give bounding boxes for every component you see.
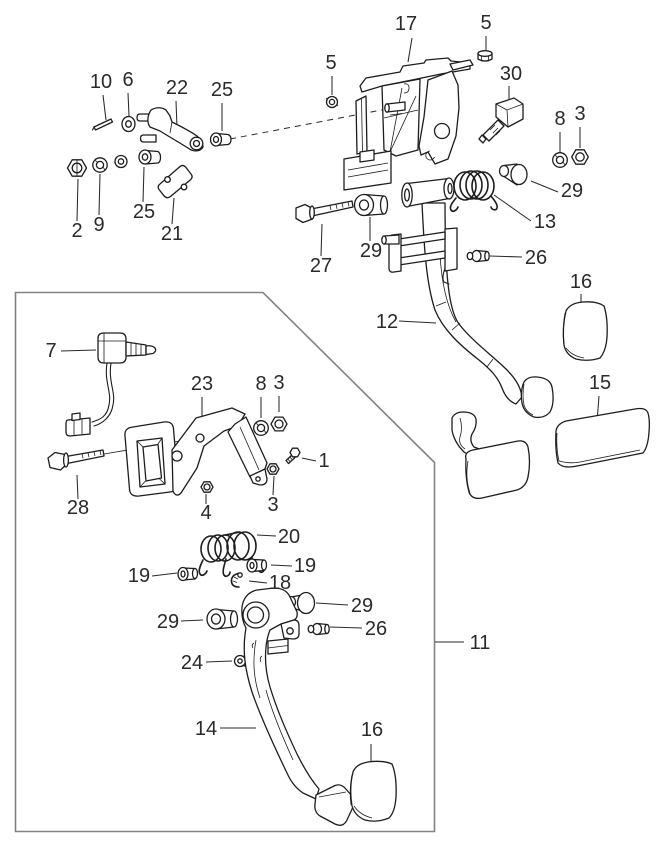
- callout-8a: 8: [554, 108, 565, 130]
- part-26-stopper-top: [466, 249, 490, 263]
- callout-22: 22: [166, 77, 188, 99]
- callout-29d: 29: [351, 595, 373, 617]
- part-6-washer: [121, 115, 136, 133]
- part-19-bushing-right: [246, 558, 268, 573]
- callout-25b: 25: [133, 201, 155, 223]
- accelerator-pedal: [451, 411, 531, 500]
- part-8-lock-washer-top: [552, 152, 568, 168]
- part-25-bushing-lower: [138, 149, 162, 165]
- callout-16b: 16: [361, 719, 383, 741]
- part-5-nut: [477, 50, 493, 62]
- part-30-stop-lamp-switch: [478, 97, 524, 144]
- part-7-clutch-switch: [65, 332, 157, 437]
- part-8-lock-washer-box: [253, 420, 269, 436]
- callout-29c: 29: [157, 611, 179, 633]
- part-9-lock-washer: [92, 157, 108, 173]
- callout-2: 2: [71, 220, 82, 242]
- callout-30: 30: [500, 63, 522, 85]
- callout-20: 20: [278, 526, 300, 548]
- part-12-pivot-tube: [401, 177, 455, 208]
- part-4-nut: [200, 481, 214, 493]
- part-29-bushing-clutch-left: [206, 608, 239, 630]
- callout-11: 11: [470, 632, 491, 654]
- callout-labels: 10 6 22 25 5 17 5 30 8 3 2 9 25 21 27 29…: [45, 12, 611, 741]
- part-17-mounting-bracket: [343, 57, 474, 191]
- callout-7: 7: [45, 340, 56, 362]
- callout-19b: 19: [294, 555, 316, 577]
- callout-15: 15: [589, 372, 611, 394]
- callout-10: 10: [90, 71, 112, 93]
- part-14-clutch-pedal-arm: [241, 587, 320, 800]
- part-13-return-spring: [449, 170, 498, 213]
- part-16-pad-lower: [349, 760, 397, 822]
- part-26-stopper-bottom: [307, 622, 330, 636]
- callout-24: 24: [181, 652, 203, 674]
- small-washer: [114, 154, 128, 169]
- part-14-pedal-plate: [314, 784, 355, 826]
- callout-6: 6: [122, 69, 133, 91]
- callout-18: 18: [269, 572, 291, 594]
- part-29-bushing-right: [498, 163, 528, 186]
- callout-13: 13: [534, 211, 556, 233]
- leader-lines: [60, 36, 600, 761]
- callout-1: 1: [318, 450, 329, 472]
- part-3-nut-box: [270, 416, 288, 432]
- part-22-lever: [136, 107, 204, 152]
- part-27-bolt: [295, 200, 354, 224]
- part-16-pad-upper: [562, 301, 608, 361]
- callout-17: 17: [395, 13, 417, 35]
- callout-27: 27: [310, 255, 332, 277]
- callout-29a: 29: [360, 240, 382, 262]
- callout-3b: 3: [273, 372, 284, 394]
- part-15-pad: [555, 407, 650, 468]
- part-12-pedal-plate: [520, 376, 554, 419]
- part-18-clip: [230, 572, 243, 588]
- part-28-bolt: [47, 449, 105, 471]
- part-1-bolt: [285, 447, 301, 465]
- part-19-bushing-left: [177, 566, 199, 582]
- callout-5b: 5: [480, 12, 491, 34]
- callout-29b: 29: [561, 180, 583, 202]
- callout-4: 4: [200, 502, 211, 524]
- callout-5a: 5: [325, 52, 336, 74]
- callout-12: 12: [376, 311, 398, 333]
- part-10-cotter-pin: [91, 118, 114, 131]
- callout-25a: 25: [211, 79, 233, 101]
- part-5-flange-nut: [325, 95, 339, 109]
- callout-26a: 26: [525, 247, 547, 269]
- callout-9: 9: [93, 214, 104, 236]
- callout-8b: 8: [255, 373, 266, 395]
- callout-3c: 3: [267, 494, 278, 516]
- part-2-nut: [66, 159, 88, 177]
- part-29-bushing-left: [353, 193, 389, 217]
- callout-23: 23: [191, 373, 213, 395]
- part-25-bushing-top: [209, 132, 232, 147]
- callout-16a: 16: [570, 271, 592, 293]
- callout-3a: 3: [574, 103, 585, 125]
- callout-14: 14: [195, 718, 217, 740]
- part-21-link-plate: [157, 164, 193, 199]
- part-12-pedal-bracket: [381, 227, 458, 273]
- callout-28: 28: [67, 497, 89, 519]
- callout-26b: 26: [365, 618, 387, 640]
- part-3-nut-small: [266, 463, 280, 475]
- callout-19a: 19: [128, 565, 150, 587]
- part-23-pedal-bracket: [124, 407, 268, 497]
- callout-21: 21: [161, 223, 183, 245]
- part-3-nut-top: [571, 149, 589, 165]
- enclosure-box: [14, 291, 436, 833]
